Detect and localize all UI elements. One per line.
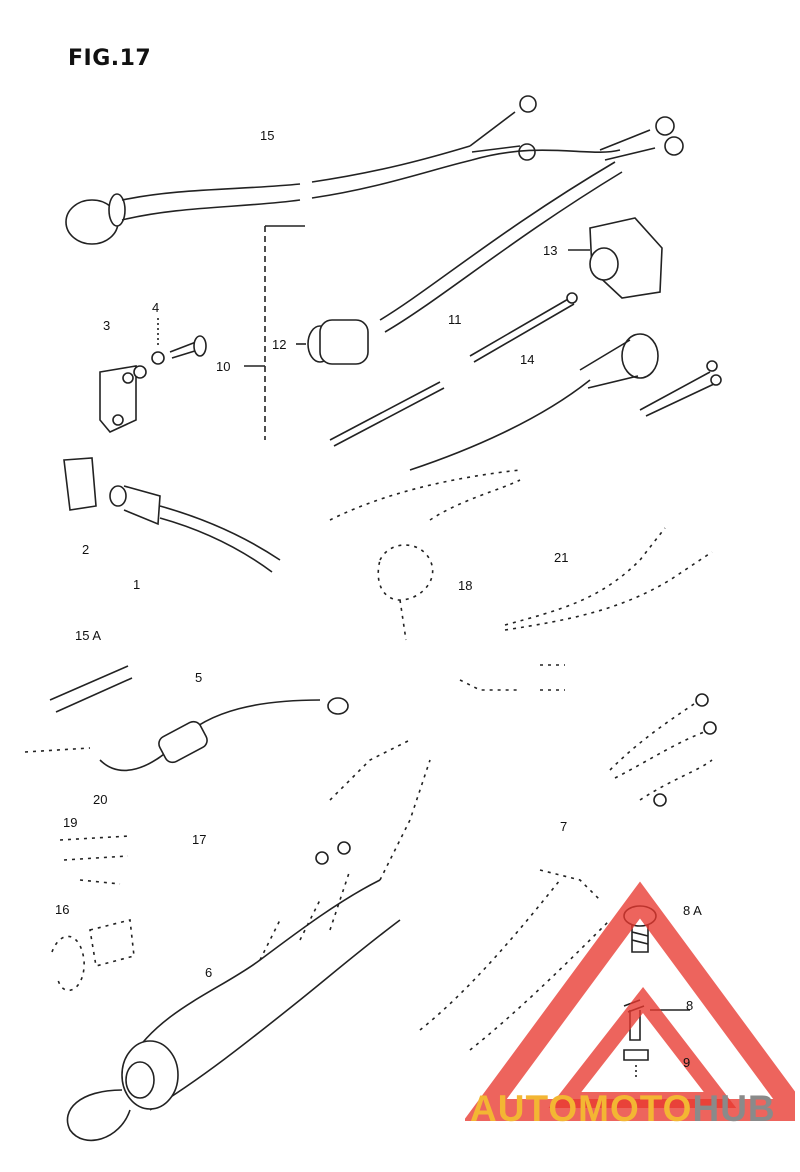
figure-title: FIG.17 (68, 46, 152, 71)
callout-1: 1 (133, 577, 141, 592)
part-7-right-harness (419, 869, 611, 1051)
callout-20: 20 (93, 792, 108, 807)
part-11-cable-tie (469, 292, 578, 363)
part-12-socket (296, 319, 369, 365)
part-3-bracket (99, 365, 147, 433)
callout-8: 8 (686, 998, 694, 1013)
callout-21: 21 (554, 550, 569, 565)
part-19-connectors (59, 835, 131, 885)
callout-17: 17 (192, 832, 207, 847)
callout-16: 16 (55, 902, 70, 917)
callout-8a: 8 A (683, 903, 702, 918)
callout-5: 5 (195, 670, 203, 685)
callout-3: 3 (103, 318, 111, 333)
callout-14: 14 (520, 352, 535, 367)
callout-10: 10 (216, 359, 231, 374)
callout-2: 2 (82, 542, 90, 557)
part-6-main-harness (66, 879, 401, 1142)
part-12-cable (379, 161, 623, 333)
callout-15a: 15 A (75, 628, 102, 643)
part-2-clip (63, 457, 97, 511)
part-7-connector-set (459, 664, 565, 691)
part-16-grommet (51, 919, 135, 992)
brand-wordmark-part1: AUTOMOTO (470, 1088, 693, 1129)
part-13-connector-cover (568, 217, 663, 299)
part-14-cable-assembly (409, 333, 722, 471)
callout-9: 9 (683, 1055, 691, 1070)
part-18-coil (329, 469, 521, 641)
brand-wordmark: AUTOMOTOHUB (470, 1088, 776, 1130)
part-14-tube (329, 381, 445, 447)
part-6-harness-branches (259, 739, 431, 961)
callout-11: 11 (448, 312, 462, 327)
part-15a-sleeve (49, 665, 133, 713)
callout-13: 13 (543, 243, 558, 258)
part-bolt (169, 335, 207, 359)
part-connector-harness-right (609, 693, 717, 807)
part-5-wire-lead (99, 697, 349, 772)
callout-7: 7 (560, 819, 568, 834)
callout-6: 6 (205, 965, 213, 980)
part-20-plugs (24, 747, 91, 753)
callout-12: 12 (272, 337, 287, 352)
part-21-harness (504, 527, 713, 631)
brand-logo-triangles (465, 881, 795, 1121)
callout-4: 4 (152, 300, 160, 315)
callout-15: 15 (260, 128, 275, 143)
callout-19: 19 (63, 815, 78, 830)
part-15-cable-assembly (65, 95, 684, 245)
part-10-bracket-line (244, 225, 305, 440)
brand-wordmark-part2: HUB (692, 1088, 776, 1129)
part-1-switch-harness (109, 485, 281, 573)
callout-18: 18 (458, 578, 473, 593)
part-4-washer (151, 318, 165, 365)
part-9-washer (623, 1049, 649, 1078)
